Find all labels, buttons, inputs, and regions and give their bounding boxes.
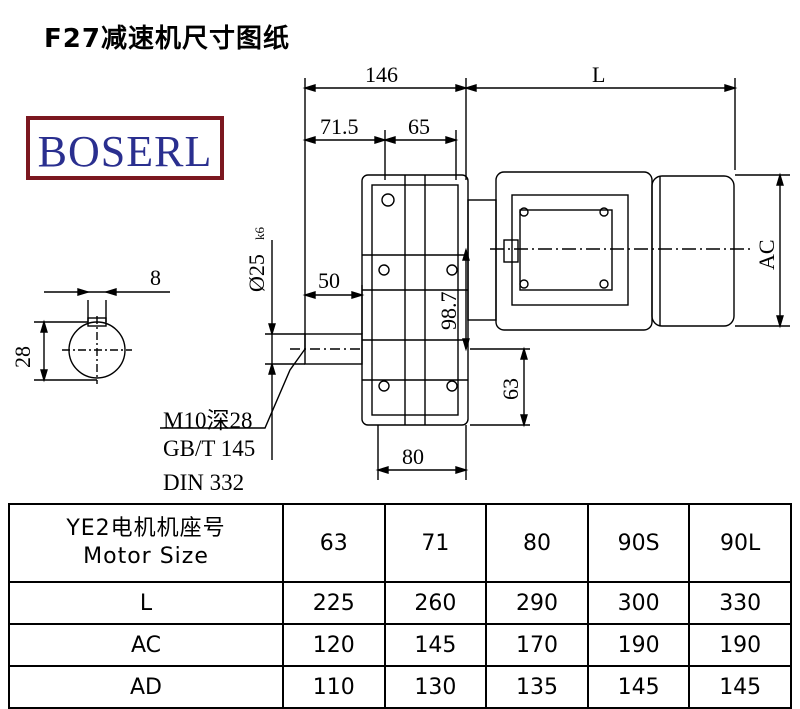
note-standard-gb: GB/T 145 — [163, 436, 256, 461]
technical-drawing: 146 L 71.5 65 50 80 8 28 Ø25 k6 98.7 63 … — [10, 62, 790, 480]
dim-50: 50 — [318, 268, 340, 293]
table-cell: 190 — [688, 623, 792, 667]
column-header: 80 — [485, 503, 589, 583]
dim-146: 146 — [365, 62, 398, 87]
table-row: L 225 260 290 300 330 — [8, 581, 792, 625]
table-cell: 225 — [282, 581, 386, 625]
dim-98-7: 98.7 — [436, 292, 461, 331]
table-cell: 290 — [485, 581, 589, 625]
table-cell: 145 — [383, 623, 488, 667]
note-standard-din: DIN 332 — [163, 470, 245, 495]
dim-80: 80 — [402, 444, 424, 469]
table-cell: 130 — [383, 665, 488, 709]
motor-size-table: YE2电机机座号 Motor Size 63 71 80 90S 90L L 2… — [8, 503, 792, 709]
table-cell: 170 — [485, 623, 589, 667]
header-label-en: Motor Size — [83, 544, 209, 569]
brand-logo: BOSERL — [26, 116, 224, 180]
table-cell: 145 — [688, 665, 792, 709]
table-row: AC 120 145 170 190 190 — [8, 623, 792, 667]
dim-AC: AC — [754, 239, 779, 270]
dim-63: 63 — [498, 378, 523, 400]
dim-28: 28 — [10, 346, 35, 368]
dim-diameter-25: Ø25 — [244, 254, 269, 292]
dim-L: L — [592, 62, 605, 87]
dim-8: 8 — [150, 265, 161, 290]
table-cell: 145 — [586, 665, 691, 709]
column-header: 90S — [586, 503, 691, 583]
table-header-row: YE2电机机座号 Motor Size 63 71 80 90S 90L — [8, 503, 792, 583]
header-label-cn: YE2电机机座号 — [66, 516, 226, 541]
table-cell: 135 — [485, 665, 589, 709]
table-cell: 330 — [688, 581, 792, 625]
header-label-cell: YE2电机机座号 Motor Size — [8, 503, 284, 583]
table-cell: 190 — [586, 623, 691, 667]
row-label: L — [8, 581, 284, 625]
table-cell: 300 — [586, 581, 691, 625]
table-cell: 120 — [282, 623, 386, 667]
row-label: AC — [8, 623, 284, 667]
dim-tolerance-k6: k6 — [252, 227, 267, 241]
brand-name: BOSERL — [37, 127, 213, 176]
dim-71-5: 71.5 — [320, 114, 359, 139]
column-header: 63 — [282, 503, 386, 583]
note-thread: M10深28 — [163, 408, 253, 433]
table-cell: 260 — [383, 581, 488, 625]
dim-65: 65 — [408, 114, 430, 139]
column-header: 71 — [383, 503, 488, 583]
table-cell: 110 — [282, 665, 386, 709]
page-title: F27减速机尺寸图纸 — [44, 24, 290, 54]
row-label: AD — [8, 665, 284, 709]
column-header: 90L — [688, 503, 792, 583]
table-row: AD 110 130 135 145 145 — [8, 665, 792, 709]
